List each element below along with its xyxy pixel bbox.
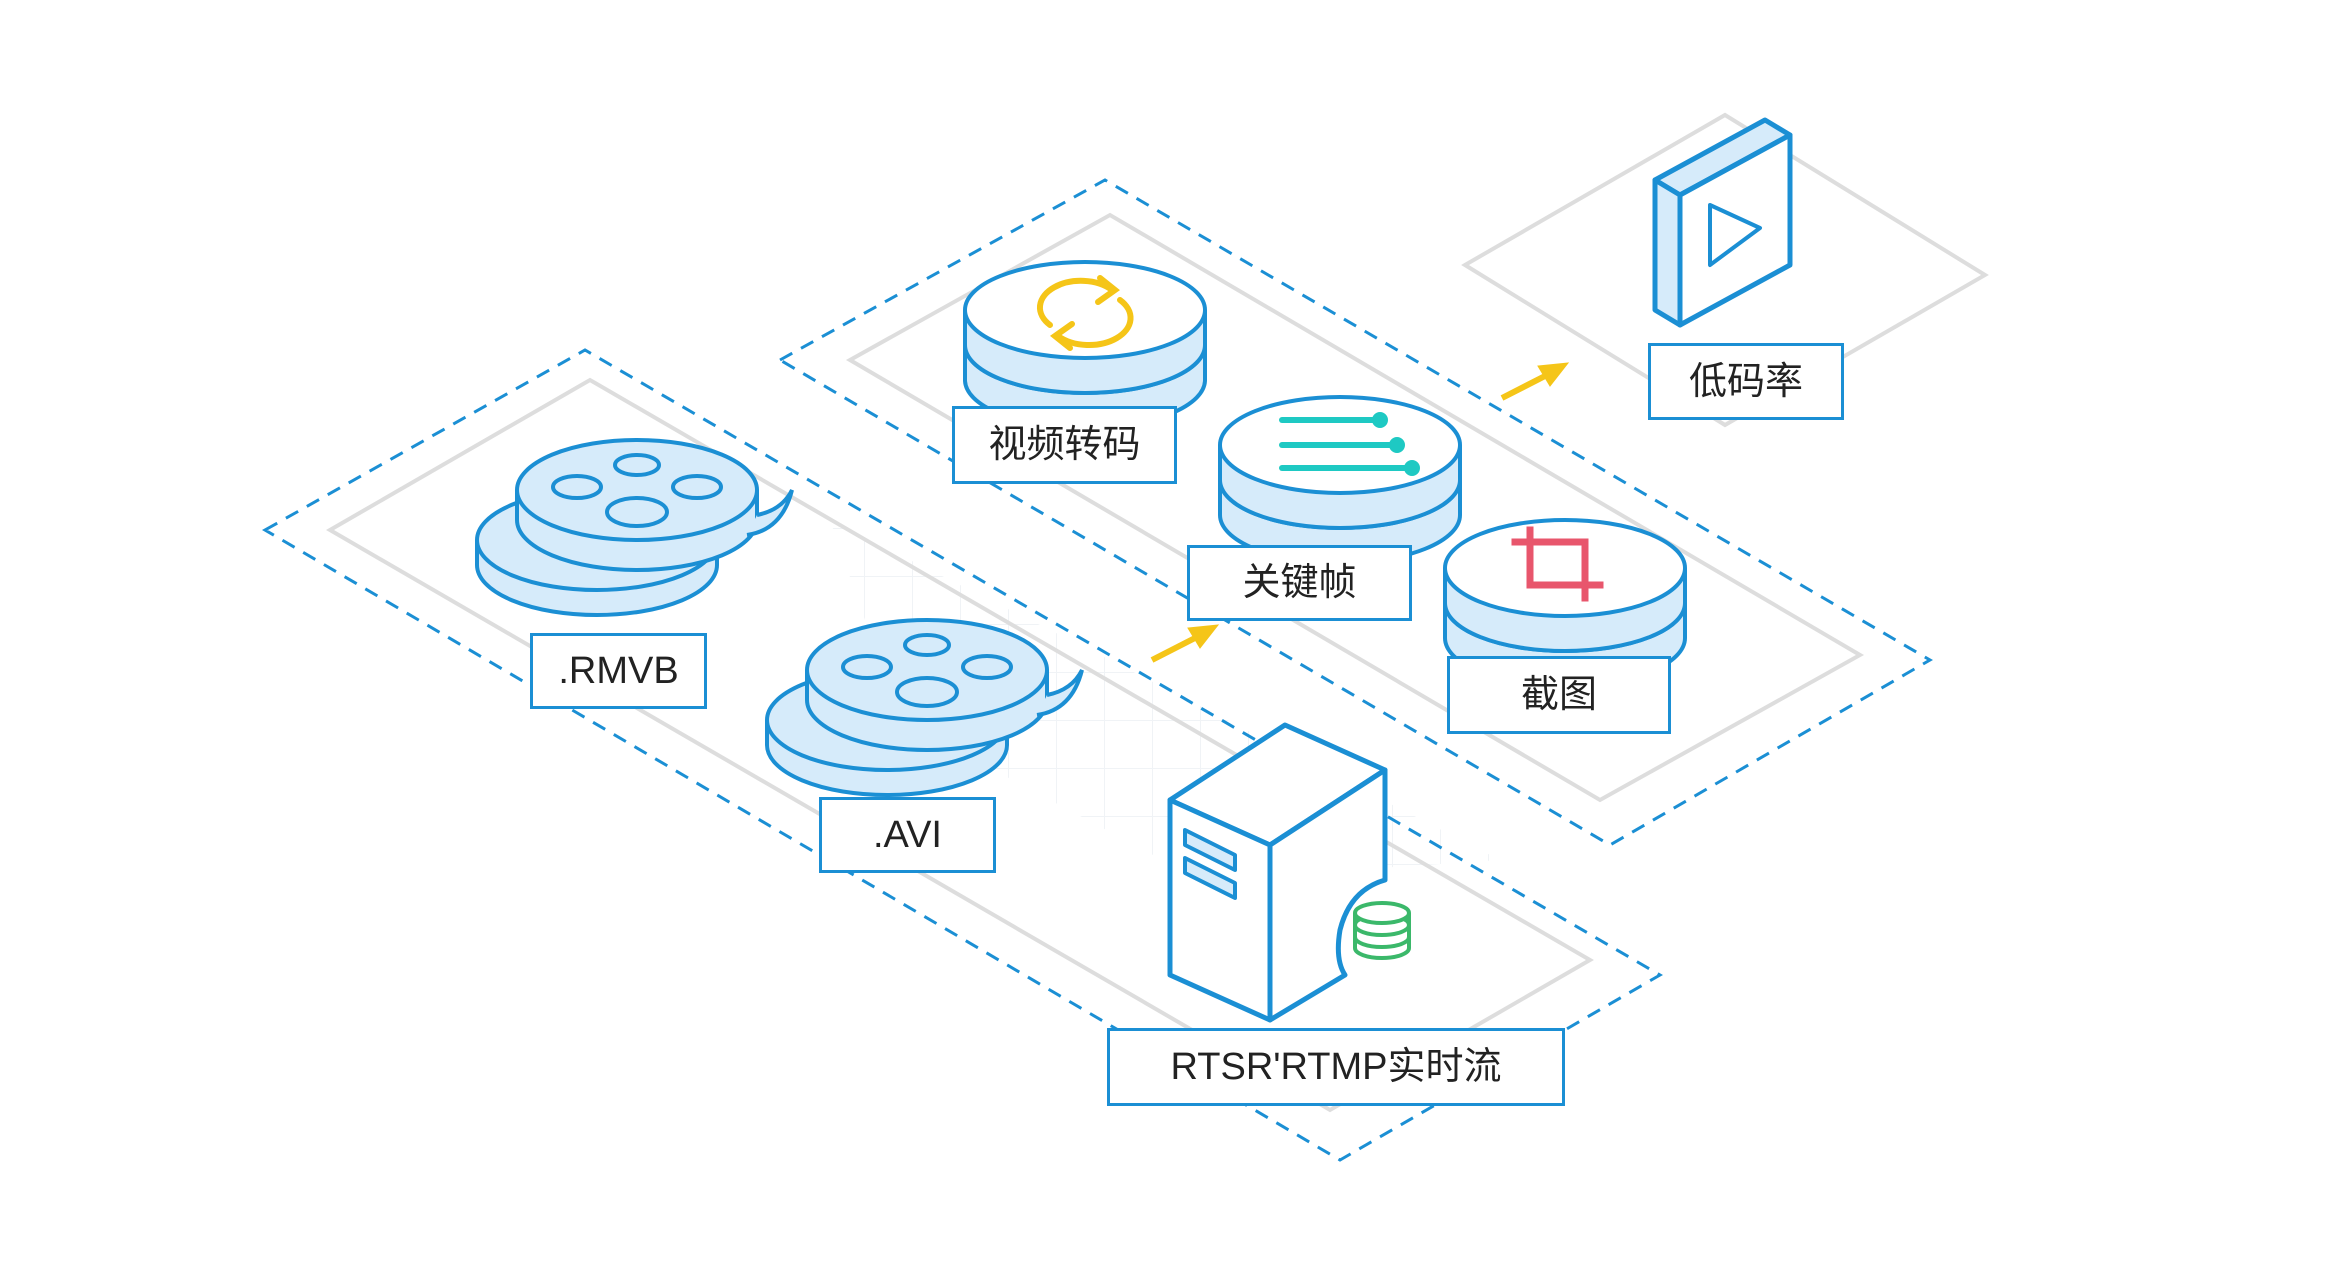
stream-label: RTSR'RTMP实时流 bbox=[1107, 1028, 1565, 1106]
refresh-arrows-icon bbox=[1036, 275, 1134, 351]
rmvb-label: .RMVB bbox=[530, 633, 707, 709]
rmvb-film-reel-icon bbox=[475, 438, 794, 617]
avi-label: .AVI bbox=[819, 797, 996, 873]
output-platform bbox=[1461, 112, 1989, 428]
transcode-label: 视频转码 bbox=[952, 406, 1177, 484]
input-group-platform bbox=[326, 377, 1594, 1113]
play-icon bbox=[1652, 117, 1793, 328]
avi-film-reel-icon bbox=[765, 618, 1084, 797]
arrow-to-processing-icon bbox=[1150, 624, 1220, 663]
server-icon bbox=[1167, 722, 1388, 1023]
low-bitrate-label: 低码率 bbox=[1648, 343, 1844, 420]
processing-group-platform bbox=[845, 212, 1865, 803]
lines-icon bbox=[1279, 412, 1420, 476]
keyframe-label: 关键帧 bbox=[1187, 545, 1412, 621]
screenshot-label: 截图 bbox=[1447, 656, 1671, 734]
processing-group-boundary bbox=[776, 178, 1933, 847]
crop-icon bbox=[1511, 526, 1604, 602]
database-icon bbox=[1353, 901, 1411, 960]
input-group-boundary bbox=[261, 348, 1663, 1162]
arrow-to-output-icon bbox=[1500, 362, 1570, 401]
